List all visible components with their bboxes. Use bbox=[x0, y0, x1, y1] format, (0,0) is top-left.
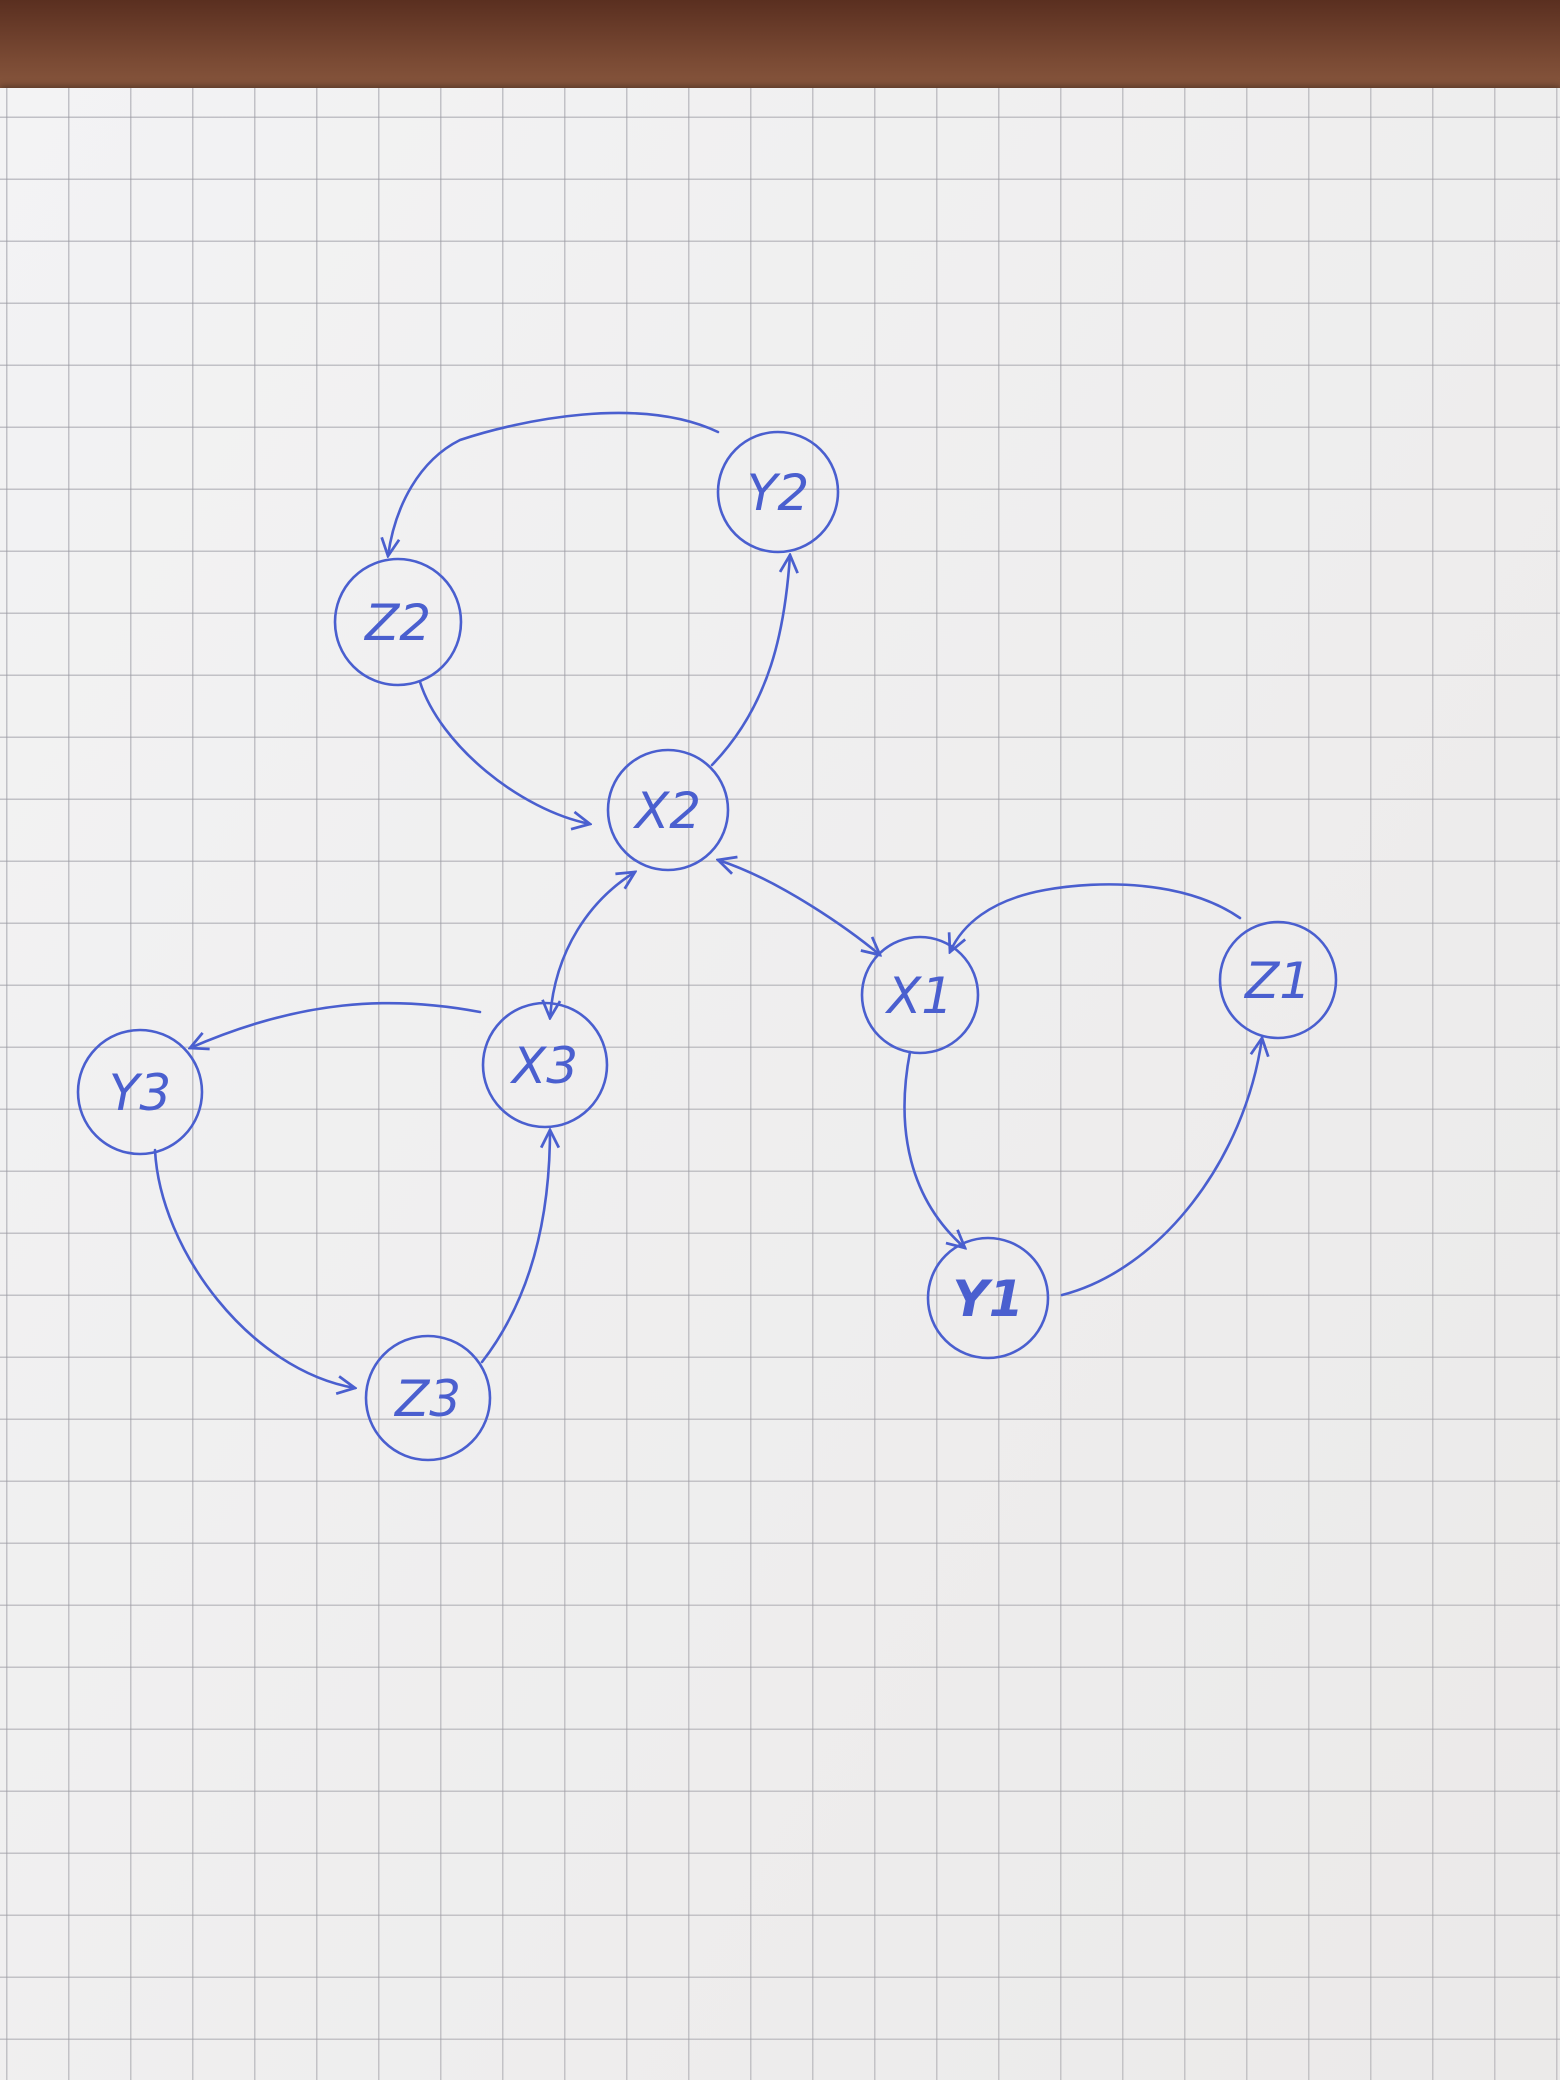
edge-x2-x3 bbox=[550, 872, 635, 1018]
edge-x2-x1 bbox=[718, 860, 880, 955]
node-x3-label: X3 bbox=[509, 1037, 578, 1095]
edge-y1-z1 bbox=[1060, 1038, 1262, 1297]
edge-y2-z2 bbox=[388, 411, 720, 556]
node-x3: X3 bbox=[481, 1001, 609, 1129]
node-z3-label: Z3 bbox=[393, 1370, 461, 1428]
node-z2-label: Z2 bbox=[363, 594, 431, 652]
grid-paper-sheet bbox=[0, 88, 1560, 2080]
node-y3: Y3 bbox=[76, 1028, 204, 1156]
node-x1-label: X1 bbox=[884, 967, 953, 1025]
node-y3-label: Y3 bbox=[109, 1064, 171, 1122]
edge-z3-x3 bbox=[480, 1130, 550, 1364]
node-y1: Y1 bbox=[926, 1236, 1050, 1360]
edge-z2-x2 bbox=[418, 680, 590, 824]
edge-x2-y2 bbox=[710, 555, 790, 767]
node-y1-label: Y1 bbox=[953, 1270, 1024, 1328]
node-y2: Y2 bbox=[716, 430, 840, 554]
node-y2-label: Y2 bbox=[747, 464, 809, 522]
edge-x3-y3 bbox=[190, 1001, 482, 1048]
node-x2-label: X2 bbox=[632, 782, 701, 840]
table-background bbox=[0, 0, 1560, 100]
edge-y3-z3 bbox=[153, 1148, 355, 1388]
node-x2: X2 bbox=[606, 748, 730, 872]
edge-x1-y1 bbox=[903, 1050, 965, 1248]
node-z1: Z1 bbox=[1218, 920, 1338, 1040]
node-x1: X1 bbox=[860, 935, 980, 1055]
node-z2: Z2 bbox=[333, 557, 463, 687]
node-z1-label: Z1 bbox=[1243, 952, 1311, 1010]
edge-z1-x1 bbox=[950, 883, 1242, 952]
node-z3: Z3 bbox=[364, 1334, 492, 1462]
